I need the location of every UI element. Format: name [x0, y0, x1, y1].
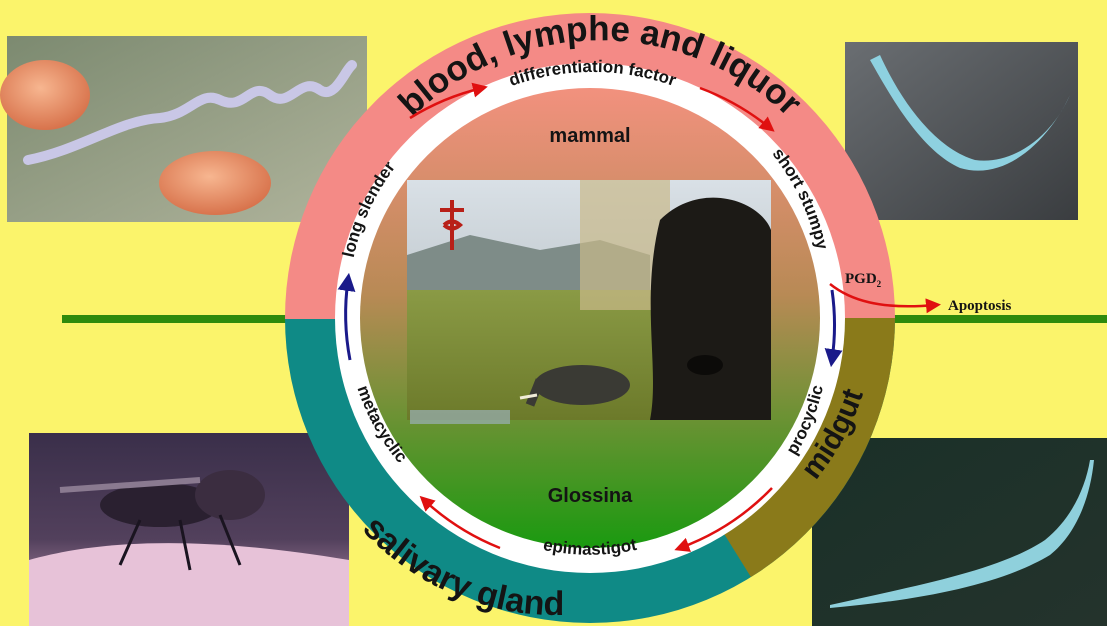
- glossina-label: Glossina: [548, 485, 633, 507]
- apoptosis-label: Apoptosis: [948, 298, 1012, 314]
- short-stumpy-trypanosome-image: [845, 42, 1078, 220]
- mammal-label: mammal: [549, 125, 630, 147]
- pgd2-label: PGD2: [845, 271, 882, 289]
- tsetse-fly-image: [29, 433, 349, 626]
- africa-collage-image: [407, 180, 771, 424]
